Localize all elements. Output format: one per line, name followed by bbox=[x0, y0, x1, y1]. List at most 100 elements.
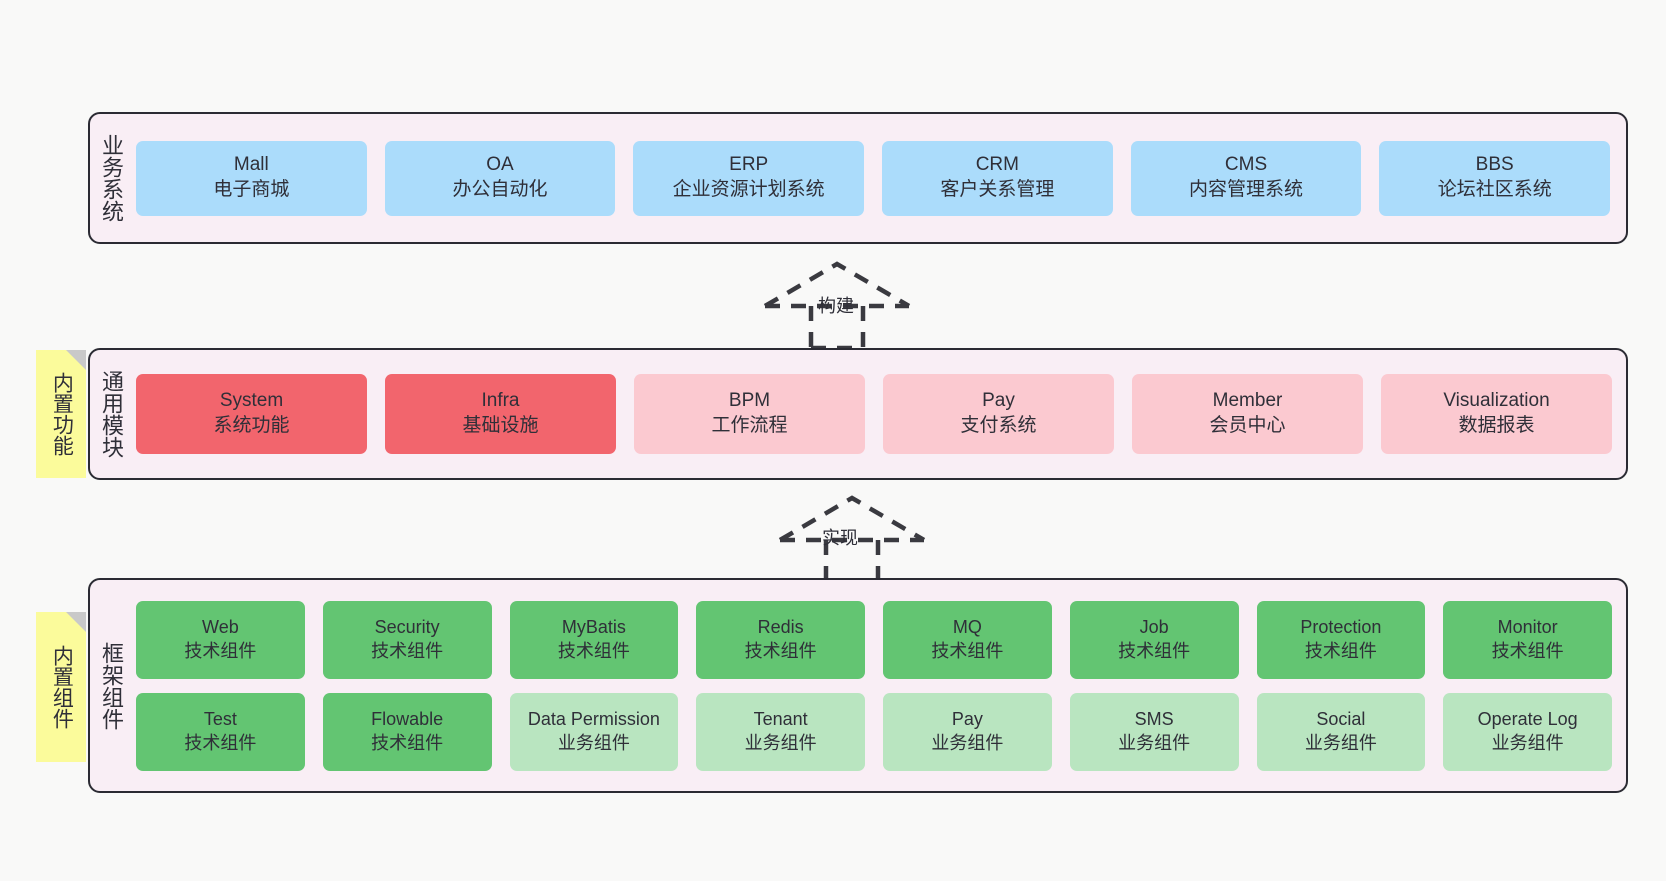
framework-box-data-permission[interactable]: Data Permission 业务组件 bbox=[509, 692, 679, 771]
framework-row-1: Web 技术组件 Security 技术组件 MyBatis 技术组件 Redi… bbox=[136, 600, 1612, 679]
box-name: Pay bbox=[982, 390, 1015, 412]
box-name: Social bbox=[1316, 709, 1366, 730]
box-desc: 技术组件 bbox=[184, 732, 257, 753]
business-system-row: Mall 电子商城 OA 办公自动化 ERP 企业资源计划系统 CRM 客户关系… bbox=[136, 140, 1611, 216]
box-desc: 业务组件 bbox=[1118, 732, 1191, 753]
business-box-oa[interactable]: OA 办公自动化 bbox=[384, 140, 616, 216]
box-desc: 客户关系管理 bbox=[940, 179, 1055, 200]
box-desc: 技术组件 bbox=[931, 640, 1004, 661]
box-desc: 技术组件 bbox=[1118, 640, 1191, 661]
box-name: Job bbox=[1139, 617, 1169, 638]
box-desc: 电子商城 bbox=[213, 179, 290, 200]
box-name: Test bbox=[203, 709, 237, 730]
builtin-component-note: 内置组件 bbox=[36, 612, 86, 762]
box-name: BBS bbox=[1475, 154, 1514, 176]
builtin-component-note-label: 内置组件 bbox=[50, 645, 74, 729]
business-system-title: 业务系统 bbox=[98, 134, 124, 222]
box-name: Visualization bbox=[1443, 390, 1550, 412]
box-desc: 基础设施 bbox=[462, 415, 539, 436]
framework-box-monitor[interactable]: Monitor 技术组件 bbox=[1443, 600, 1612, 679]
framework-box-test[interactable]: Test 技术组件 bbox=[136, 692, 305, 771]
box-name: Member bbox=[1212, 390, 1283, 412]
framework-box-pay[interactable]: Pay 业务组件 bbox=[883, 692, 1052, 771]
box-desc: 支付系统 bbox=[960, 415, 1037, 436]
box-name: Tenant bbox=[753, 709, 808, 730]
framework-box-protection[interactable]: Protection 技术组件 bbox=[1256, 600, 1426, 679]
box-name: MQ bbox=[952, 617, 982, 638]
box-name: Protection bbox=[1300, 617, 1382, 638]
box-desc: 企业资源计划系统 bbox=[672, 179, 825, 200]
box-desc: 技术组件 bbox=[1491, 640, 1564, 661]
builtin-feature-note-label: 内置功能 bbox=[50, 372, 74, 456]
framework-box-mybatis[interactable]: MyBatis 技术组件 bbox=[509, 600, 679, 679]
common-module-row: System 系统功能 Infra 基础设施 BPM 工作流程 Pay 支付系统… bbox=[136, 374, 1612, 454]
box-name: Security bbox=[374, 617, 440, 638]
box-desc: 技术组件 bbox=[371, 732, 444, 753]
framework-box-job[interactable]: Job 技术组件 bbox=[1069, 600, 1239, 679]
note-fold-icon bbox=[66, 612, 86, 632]
module-box-bpm[interactable]: BPM 工作流程 bbox=[634, 374, 865, 454]
business-box-cms[interactable]: CMS 内容管理系统 bbox=[1130, 140, 1362, 216]
module-box-member[interactable]: Member 会员中心 bbox=[1132, 374, 1363, 454]
framework-row-2: Test 技术组件 Flowable 技术组件 Data Permission … bbox=[136, 692, 1612, 771]
box-desc: 技术组件 bbox=[557, 640, 630, 661]
note-fold-icon bbox=[66, 350, 86, 370]
box-desc: 数据报表 bbox=[1458, 415, 1535, 436]
box-name: Mall bbox=[233, 154, 269, 176]
framework-box-mq[interactable]: MQ 技术组件 bbox=[883, 600, 1052, 679]
box-desc: 技术组件 bbox=[184, 640, 257, 661]
implement-arrow-label: 实现 bbox=[822, 528, 858, 548]
box-desc: 业务组件 bbox=[1491, 732, 1564, 753]
box-name: BPM bbox=[728, 390, 771, 412]
builtin-feature-note: 内置功能 bbox=[36, 350, 86, 478]
box-name: SMS bbox=[1134, 709, 1174, 730]
framework-box-operate-log[interactable]: Operate Log 业务组件 bbox=[1443, 692, 1612, 771]
module-box-visualization[interactable]: Visualization 数据报表 bbox=[1381, 374, 1612, 454]
business-box-erp[interactable]: ERP 企业资源计划系统 bbox=[633, 140, 865, 216]
box-name: Pay bbox=[951, 709, 983, 730]
framework-component-title: 框架组件 bbox=[98, 641, 124, 730]
box-desc: 业务组件 bbox=[931, 732, 1004, 753]
framework-box-sms[interactable]: SMS 业务组件 bbox=[1069, 692, 1239, 771]
common-module-title: 通用模块 bbox=[98, 370, 124, 458]
framework-box-web[interactable]: Web 技术组件 bbox=[136, 600, 305, 679]
box-desc: 技术组件 bbox=[371, 640, 444, 661]
module-box-pay[interactable]: Pay 支付系统 bbox=[883, 374, 1114, 454]
box-desc: 技术组件 bbox=[744, 640, 817, 661]
box-name: Flowable bbox=[371, 709, 444, 730]
box-name: OA bbox=[486, 154, 514, 176]
box-name: Infra bbox=[481, 390, 520, 412]
framework-box-security[interactable]: Security 技术组件 bbox=[322, 600, 492, 679]
box-desc: 内容管理系统 bbox=[1189, 179, 1304, 200]
box-desc: 办公自动化 bbox=[452, 179, 548, 200]
box-name: Data Permission bbox=[527, 709, 660, 730]
module-box-system[interactable]: System 系统功能 bbox=[136, 374, 367, 454]
box-desc: 技术组件 bbox=[1304, 640, 1377, 661]
box-name: Monitor bbox=[1497, 617, 1558, 638]
box-name: ERP bbox=[729, 154, 769, 176]
business-box-bbs[interactable]: BBS 论坛社区系统 bbox=[1379, 140, 1611, 216]
framework-component-panel: 框架组件 Web 技术组件 Security 技术组件 MyBatis 技术组件… bbox=[88, 578, 1628, 793]
framework-box-tenant[interactable]: Tenant 业务组件 bbox=[696, 692, 865, 771]
business-system-body: Mall 电子商城 OA 办公自动化 ERP 企业资源计划系统 CRM 客户关系… bbox=[132, 114, 1626, 242]
business-system-panel: 业务系统 Mall 电子商城 OA 办公自动化 ERP 企业资源计划系统 CRM… bbox=[88, 112, 1628, 244]
business-box-crm[interactable]: CRM 客户关系管理 bbox=[882, 140, 1113, 216]
module-box-infra[interactable]: Infra 基础设施 bbox=[385, 374, 616, 454]
box-desc: 工作流程 bbox=[711, 415, 788, 436]
box-name: CMS bbox=[1224, 154, 1268, 176]
box-name: CRM bbox=[975, 154, 1019, 176]
common-module-panel: 通用模块 System 系统功能 Infra 基础设施 BPM 工作流程 Pay… bbox=[88, 348, 1628, 480]
box-name: Web bbox=[202, 617, 239, 638]
framework-box-flowable[interactable]: Flowable 技术组件 bbox=[322, 692, 492, 771]
box-desc: 论坛社区系统 bbox=[1437, 179, 1552, 200]
business-box-mall[interactable]: Mall 电子商城 bbox=[136, 140, 367, 216]
box-desc: 业务组件 bbox=[1304, 732, 1377, 753]
framework-box-redis[interactable]: Redis 技术组件 bbox=[696, 600, 865, 679]
common-module-body: System 系统功能 Infra 基础设施 BPM 工作流程 Pay 支付系统… bbox=[132, 350, 1626, 478]
build-arrow-label: 构建 bbox=[818, 296, 854, 316]
box-desc: 会员中心 bbox=[1209, 415, 1286, 436]
box-desc: 业务组件 bbox=[744, 732, 817, 753]
framework-box-social[interactable]: Social 业务组件 bbox=[1256, 692, 1426, 771]
box-desc: 业务组件 bbox=[557, 732, 630, 753]
